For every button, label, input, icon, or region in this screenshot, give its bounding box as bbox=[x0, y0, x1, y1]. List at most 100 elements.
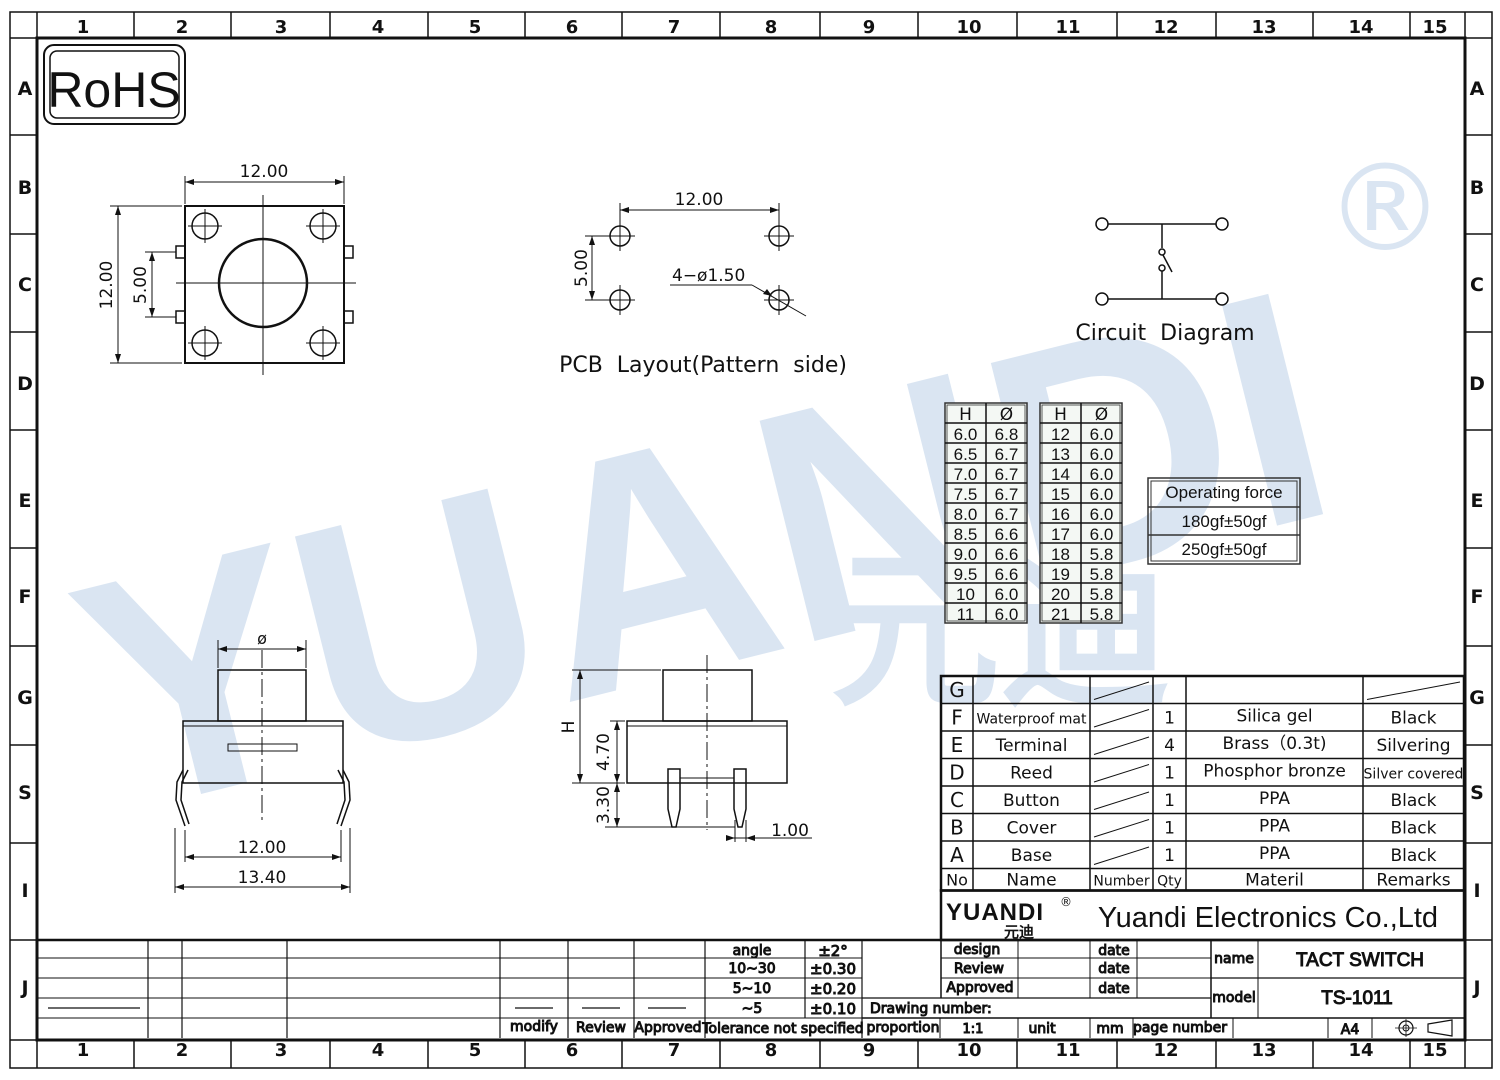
h-table-left-h: 6.5 bbox=[954, 445, 978, 464]
h-table-header-h: H bbox=[1054, 405, 1067, 425]
column-label-top: 3 bbox=[275, 17, 288, 38]
company-row: YUANDI ® 元迪 Yuandi Electronics Co.,Ltd bbox=[946, 895, 1438, 941]
column-label-bottom: 8 bbox=[765, 1040, 778, 1061]
bom-header-qty: Qty bbox=[1157, 874, 1182, 890]
bom-header-name: Name bbox=[1006, 871, 1056, 891]
column-label-top: 11 bbox=[1055, 17, 1080, 38]
title-date-2: date bbox=[1098, 961, 1130, 977]
bom-material: PPA bbox=[1259, 844, 1290, 864]
pcb-layout bbox=[585, 203, 807, 317]
circuit-diagram bbox=[1095, 217, 1229, 306]
bom-name: Base bbox=[1011, 846, 1052, 866]
title-scale: 1:1 bbox=[963, 1022, 984, 1037]
bom-name: Button bbox=[1003, 791, 1060, 811]
h-table-left-h: 10 bbox=[956, 585, 975, 604]
bom-header-remarks: Remarks bbox=[1376, 871, 1450, 891]
operating-force-title: Operating force bbox=[1165, 483, 1282, 502]
column-label-bottom: 12 bbox=[1153, 1040, 1178, 1061]
bom-qty: 4 bbox=[1164, 736, 1175, 756]
title-date-1: date bbox=[1098, 943, 1130, 959]
bom-qty: 1 bbox=[1164, 846, 1175, 866]
h-table-right-h: 21 bbox=[1051, 605, 1070, 624]
row-label-right: E bbox=[1471, 490, 1484, 512]
column-label-bottom: 10 bbox=[956, 1040, 981, 1061]
tolerance-value: ±0.30 bbox=[810, 960, 856, 978]
title-review: Review bbox=[954, 961, 1004, 977]
row-label-left: A bbox=[18, 78, 33, 100]
column-label-top: 13 bbox=[1251, 17, 1276, 38]
bom-remarks: Black bbox=[1391, 791, 1437, 811]
top-pitch-dim: 5.00 bbox=[131, 266, 151, 304]
bom-material: Silica gel bbox=[1236, 707, 1312, 727]
h-table-left-h: 9.5 bbox=[954, 565, 978, 584]
column-label-bottom: 4 bbox=[372, 1040, 385, 1061]
row-label-right: G bbox=[1469, 687, 1485, 709]
column-label-bottom: 3 bbox=[275, 1040, 288, 1061]
bom-qty: 1 bbox=[1164, 709, 1175, 729]
row-label-right: I bbox=[1473, 880, 1480, 902]
bom-material: Brass（0.3t) bbox=[1222, 734, 1326, 754]
projection-symbol-icon bbox=[1395, 1019, 1453, 1037]
h-table-right-d: 5.8 bbox=[1090, 565, 1114, 584]
revision-modify: modify bbox=[510, 1019, 558, 1035]
row-label-right: C bbox=[1470, 274, 1484, 296]
h-table-header-d: Ø bbox=[1095, 405, 1108, 425]
column-label-bottom: 14 bbox=[1348, 1040, 1373, 1061]
pcb-pitch-x: 12.00 bbox=[675, 190, 724, 210]
bom-header-number: Number bbox=[1093, 874, 1149, 890]
h-table-left-d: 6.0 bbox=[995, 605, 1019, 624]
side-h-dim: H bbox=[559, 721, 579, 734]
h-table-left-h: 6.0 bbox=[954, 425, 978, 444]
h-table-left-d: 6.7 bbox=[995, 505, 1019, 524]
tolerance-value: ±0.20 bbox=[810, 980, 856, 998]
h-table-left-h: 9.0 bbox=[954, 545, 978, 564]
column-label-bottom: 13 bbox=[1251, 1040, 1276, 1061]
tolerance-range: 10~30 bbox=[728, 961, 775, 977]
column-label-top: 8 bbox=[765, 17, 778, 38]
bom-no: E bbox=[951, 733, 964, 757]
row-label-right: B bbox=[1470, 177, 1484, 199]
row-label-left: E bbox=[19, 490, 32, 512]
h-table-right-d: 6.0 bbox=[1090, 485, 1114, 504]
column-label-bottom: 2 bbox=[176, 1040, 189, 1061]
bom-header-no: No bbox=[946, 871, 968, 890]
top-width-dim: 12.00 bbox=[240, 162, 289, 182]
bom-material: PPA bbox=[1259, 817, 1290, 837]
title-approved: Approved bbox=[946, 980, 1013, 996]
column-label-top: 15 bbox=[1422, 17, 1447, 38]
h-table-left-h: 7.5 bbox=[954, 485, 978, 504]
h-table-left-d: 6.6 bbox=[995, 545, 1019, 564]
h-table-left-h: 8.0 bbox=[954, 505, 978, 524]
column-label-top: 14 bbox=[1348, 17, 1373, 38]
row-label-left: F bbox=[19, 586, 32, 608]
column-label-bottom: 5 bbox=[469, 1040, 482, 1061]
revision-approved: Approved bbox=[634, 1020, 701, 1036]
bom-material: Phosphor bronze bbox=[1203, 762, 1346, 782]
h-table-left-d: 6.6 bbox=[995, 525, 1019, 544]
row-ticks bbox=[10, 37, 1492, 1041]
h-table-header-h: H bbox=[959, 405, 972, 425]
title-mm: mm bbox=[1096, 1021, 1123, 1037]
tolerance-range: ~5 bbox=[742, 1001, 763, 1017]
bom-no: F bbox=[951, 706, 963, 730]
row-label-left: J bbox=[19, 977, 28, 999]
watermark-reg: ® bbox=[1325, 140, 1445, 279]
row-label-right: J bbox=[1471, 977, 1480, 999]
h-table-left-h: 7.0 bbox=[954, 465, 978, 484]
row-label-right: D bbox=[1469, 373, 1485, 395]
tolerance-range: 5~10 bbox=[733, 981, 771, 997]
pcb-caption: PCB Layout(Pattern side) bbox=[559, 353, 847, 378]
operating-force-table bbox=[1147, 477, 1301, 565]
operating-force-2: 250gf±50gf bbox=[1182, 540, 1267, 559]
column-label-top: 1 bbox=[77, 17, 90, 38]
h-table-left-d: 6.7 bbox=[995, 445, 1019, 464]
h-table-right-h: 18 bbox=[1051, 545, 1070, 564]
column-label-bottom: 15 bbox=[1422, 1040, 1447, 1061]
frame bbox=[9, 11, 1493, 1069]
company-name: Yuandi Electronics Co.,Ltd bbox=[1098, 902, 1438, 934]
bom-name: Waterproof mat bbox=[977, 712, 1087, 728]
h-table-right-d: 5.8 bbox=[1090, 585, 1114, 604]
